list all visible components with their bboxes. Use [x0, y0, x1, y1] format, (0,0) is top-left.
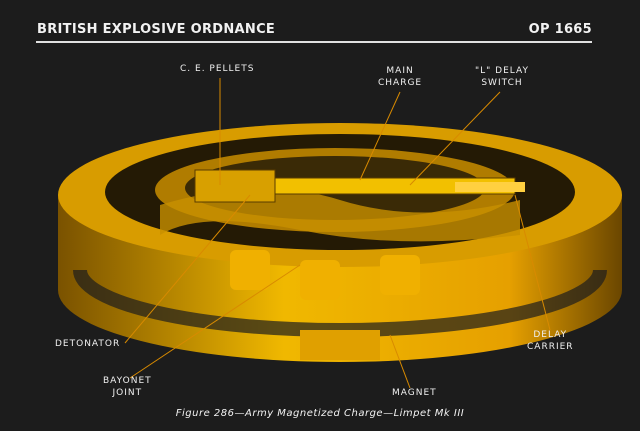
label-line: SWITCH: [481, 78, 523, 88]
label-magnet: MAGNET: [392, 388, 437, 398]
label-delay-switch: "L" DELAY SWITCH: [475, 65, 529, 89]
label-line: MAIN: [386, 66, 414, 76]
main-charge-tube: [194, 169, 525, 203]
magnets: [230, 250, 420, 360]
leader-lines: [124, 78, 551, 389]
label-line: JOINT: [112, 388, 143, 398]
label-line: DELAY: [533, 330, 568, 340]
label-bayonet-joint: BAYONET JOINT: [103, 375, 152, 399]
label-line: CHARGE: [378, 78, 423, 88]
header-title: BRITISH EXPLOSIVE ORDNANCE: [37, 22, 276, 37]
header-rule: [36, 41, 592, 43]
document-number: OP 1665: [528, 22, 592, 37]
label-main-charge: MAIN CHARGE: [378, 65, 422, 89]
ring-body: [58, 123, 622, 362]
label-line: BAYONET: [103, 376, 152, 386]
label-delay-carrier: DELAY CARRIER: [527, 329, 574, 353]
label-line: CARRIER: [527, 342, 574, 352]
figure-caption: Figure 286—Army Magnetized Charge—Limpet…: [175, 408, 465, 419]
label-detonator: DETONATOR: [55, 339, 121, 349]
label-ce-pellets: C. E. PELLETS: [180, 64, 255, 74]
label-line: "L" DELAY: [475, 66, 529, 76]
